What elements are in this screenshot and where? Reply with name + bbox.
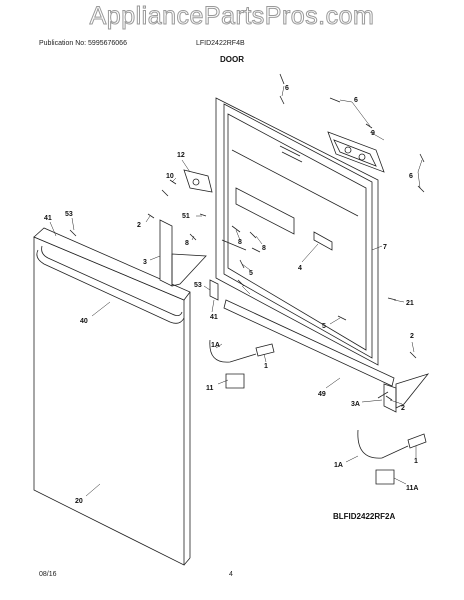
section-title: DOOR — [220, 55, 244, 64]
callout-label: 11 — [206, 385, 214, 392]
callout-label: 1A — [334, 462, 343, 469]
callout-label: 1 — [414, 458, 418, 465]
callout-label: 6 — [285, 85, 289, 92]
hinge-right — [383, 373, 430, 413]
callout-label: 6 — [409, 173, 413, 180]
callout-label: 2 — [401, 405, 405, 412]
callout-label: 41 — [44, 215, 52, 222]
wire-harness-lower — [357, 429, 427, 485]
watermark: AppliancePartsPros.com — [89, 2, 375, 31]
outer-door-panel — [33, 227, 191, 566]
callout-labels: 6 6 9 12 10 6 53 41 2 51 8 8 8 7 3 4 5 5… — [44, 85, 418, 505]
dispenser-part-9 — [327, 131, 385, 173]
callout-label: 5 — [249, 270, 253, 277]
callout-label: 10 — [166, 173, 174, 180]
callout-label: 5 — [322, 323, 326, 330]
leader-lines — [49, 85, 423, 497]
callout-label: 49 — [318, 391, 326, 398]
page-number: 4 — [229, 571, 233, 578]
screws — [69, 73, 425, 401]
callout-label: 4 — [298, 265, 302, 272]
hinge-left — [159, 219, 207, 287]
callout-label: 2 — [137, 222, 141, 229]
callout-label: 21 — [406, 300, 414, 307]
inner-door-liner — [215, 97, 379, 366]
callout-label: 11A — [406, 485, 418, 492]
wire-harness-upper — [209, 339, 275, 389]
diagram-code: BLFID2422RF2A — [333, 512, 396, 521]
callout-label: 6 — [354, 97, 358, 104]
callout-label: 7 — [383, 244, 387, 251]
callout-label: 8 — [262, 245, 266, 252]
seal-strip-49 — [223, 299, 395, 387]
callout-label: 53 — [65, 211, 73, 218]
callout-label: 41 — [210, 314, 218, 321]
callout-label: 12 — [177, 152, 185, 159]
model-number: LFID2422RF4B — [196, 40, 245, 47]
callout-label: 40 — [80, 318, 88, 325]
callout-label: 1A — [211, 342, 220, 349]
callout-label: 3A — [351, 401, 360, 408]
latch-part-12 — [183, 169, 213, 193]
footer-date: 08/16 — [39, 571, 57, 578]
callout-label: 9 — [371, 130, 375, 137]
callout-label: 53 — [194, 282, 202, 289]
callout-label: 2 — [410, 333, 414, 340]
callout-label: 1 — [264, 363, 268, 370]
callout-label: 3 — [143, 259, 147, 266]
publication-number: Publication No: 5995676066 — [39, 40, 127, 47]
callout-label: 51 — [182, 213, 190, 220]
callout-label: 20 — [75, 498, 83, 505]
bracket-41 — [209, 279, 219, 301]
callout-label: 8 — [185, 240, 189, 247]
callout-label: 8 — [238, 239, 242, 246]
door-handle — [36, 245, 185, 324]
